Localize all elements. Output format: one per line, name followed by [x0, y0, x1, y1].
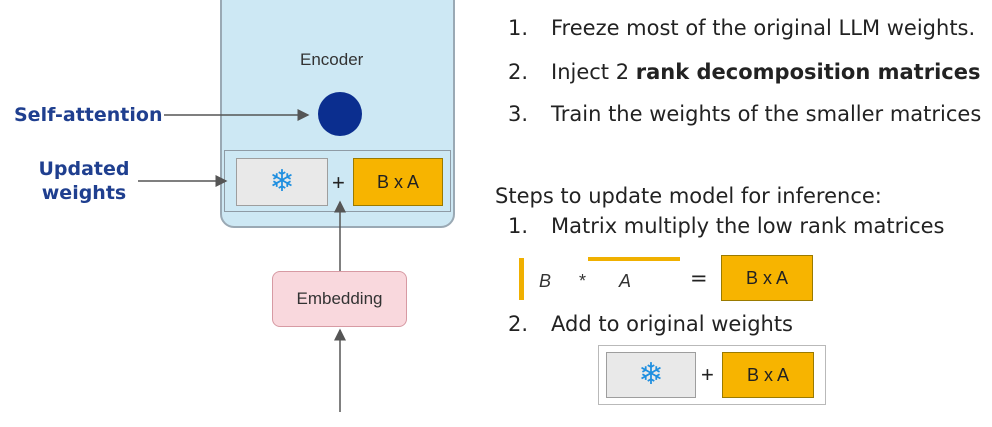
multiply-sign: *: [579, 271, 587, 291]
step-1-text: Freeze most of the original LLM weights.: [551, 16, 976, 40]
matrix-a-label: A: [619, 271, 632, 291]
inference-step-1-text: Matrix multiply the low rank matrices: [551, 214, 945, 238]
product-bxa-label: B x A: [745, 267, 789, 288]
step-2-bold-text: rank decomposition matrices: [635, 60, 981, 84]
equals-sign: =: [690, 266, 708, 290]
embedding-block: Embedding: [272, 271, 407, 327]
matrix-b-label: B: [539, 271, 552, 291]
sum-bxa-label: B x A: [746, 364, 790, 385]
inference-heading: Steps to update model for inference:: [495, 184, 882, 208]
updated-weights-label: Updated weights: [38, 158, 130, 204]
bxa-matrix-box: B x A: [353, 158, 443, 206]
encoder-label: Encoder: [300, 50, 364, 69]
self-attention-label: Self-attention: [14, 104, 163, 126]
matrix-a-bar: [588, 257, 680, 261]
step-2-number: 2.: [508, 60, 529, 84]
inference-step-1-number: 1.: [508, 214, 529, 238]
bxa-label: B x A: [376, 171, 420, 192]
step-3-number: 3.: [508, 102, 529, 126]
sum-plus-sign: +: [701, 362, 714, 387]
plus-sign: +: [332, 170, 345, 195]
step-1-number: 1.: [508, 16, 529, 40]
frozen-weights-box: ❄: [236, 158, 328, 206]
inference-step-2-number: 2.: [508, 312, 529, 336]
sum-weights-frame: [598, 345, 826, 405]
matrix-b-bar: [519, 258, 524, 300]
inference-step-2-text: Add to original weights: [551, 312, 794, 336]
step-3-text: Train the weights of the smaller matrice…: [551, 102, 982, 126]
snowflake-icon: ❄: [269, 164, 295, 199]
sum-bxa-box: B x A: [722, 352, 814, 398]
embedding-label: Embedding: [296, 289, 383, 308]
snowflake-icon: ❄: [638, 357, 664, 392]
product-bxa-box: B x A: [721, 255, 813, 301]
self-attention-node: [318, 92, 362, 136]
step-2-text: Inject 2 rank decomposition matrices: [551, 60, 981, 84]
sum-frozen-weights-box: ❄: [606, 352, 696, 398]
